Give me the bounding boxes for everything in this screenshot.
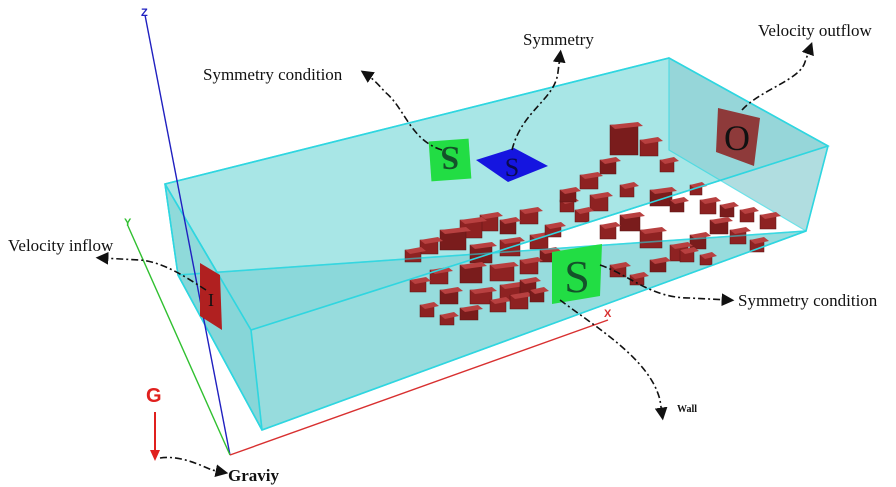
building-roof	[575, 207, 594, 214]
label-velocity-inflow: Velocity inflow	[8, 236, 114, 255]
leader-wall	[559, 299, 668, 421]
building-roof	[520, 277, 541, 284]
y-axis	[127, 225, 231, 456]
label-wall: Wall	[677, 404, 698, 415]
building-roof	[750, 237, 769, 244]
building-roof	[545, 222, 566, 229]
building-roof	[690, 182, 707, 189]
building-roof	[670, 197, 689, 204]
label-velocity-outflow: Velocity outflow	[758, 21, 872, 40]
building-roof	[760, 212, 781, 219]
building-roof	[520, 257, 543, 264]
building-roof	[410, 277, 431, 284]
building-block	[609, 124, 639, 156]
building-roof	[600, 157, 621, 164]
building-roof	[470, 242, 497, 249]
building-roof	[690, 232, 711, 239]
svg-text:S: S	[564, 251, 590, 302]
building-roof	[580, 172, 603, 179]
building-roof	[600, 222, 621, 229]
outflow-marker: O	[716, 108, 760, 166]
building-roof	[460, 262, 487, 269]
building-roof	[560, 187, 581, 194]
building-roof	[520, 207, 543, 214]
building-roof	[500, 237, 525, 244]
building-roof	[420, 237, 443, 244]
symmetry-side-marker: S	[428, 138, 472, 182]
symmetry-front-marker: S	[552, 244, 602, 304]
building-roof	[440, 287, 463, 294]
building-roof	[660, 157, 679, 164]
x-axis	[229, 319, 609, 456]
svg-text:I: I	[208, 290, 214, 310]
svg-text:S: S	[441, 139, 460, 176]
building-roof	[460, 217, 487, 224]
building-roof	[640, 137, 663, 144]
building-roof	[740, 207, 759, 214]
building-roof	[620, 182, 639, 189]
leader-velocity-outflow	[741, 41, 814, 111]
building-roof	[480, 212, 503, 219]
axis-label-x: X	[604, 308, 612, 320]
building-roof	[500, 217, 521, 224]
building-roof	[700, 197, 721, 204]
label-symmetry-top: Symmetry	[523, 30, 594, 49]
building-roof	[490, 297, 511, 304]
axis-label-y: Y	[124, 217, 132, 229]
label-gravity: Graviy	[228, 466, 279, 485]
building-roof	[670, 242, 693, 249]
building-roof	[610, 122, 643, 129]
building-roof	[730, 227, 751, 234]
building-roof	[470, 287, 497, 294]
leader-symmetry-condition-right	[599, 264, 735, 307]
building-cluster	[404, 122, 781, 326]
building-roof	[630, 272, 649, 279]
inflow-marker: I	[200, 263, 222, 330]
building-roof	[440, 227, 471, 234]
building-roof	[610, 262, 631, 269]
building-roof	[650, 187, 677, 194]
leader-symmetry-condition-top	[360, 70, 443, 151]
leader-lines	[95, 41, 814, 478]
building-roof	[510, 292, 533, 299]
building-roof	[490, 262, 519, 269]
building-roof	[500, 282, 525, 289]
gravity-symbol: G	[146, 385, 162, 407]
building-roof	[430, 267, 453, 274]
axis-label-z: Z	[141, 7, 148, 19]
building-roof	[590, 192, 613, 199]
domain-edges	[164, 57, 829, 431]
label-symmetry-condition-right: Symmetry condition	[738, 291, 878, 310]
building-roof	[620, 212, 645, 219]
z-axis	[144, 14, 231, 456]
building-roof	[680, 247, 699, 254]
building-roof	[700, 252, 717, 259]
building-roof	[720, 202, 739, 209]
label-symmetry-condition-top: Symmetry condition	[203, 65, 343, 84]
svg-text:O: O	[724, 118, 750, 158]
building-roof	[530, 287, 549, 294]
svg-text:S: S	[505, 153, 519, 182]
building-roof	[640, 227, 667, 234]
building-roof	[460, 305, 483, 312]
building-roof	[710, 217, 733, 224]
leader-gravity	[159, 456, 229, 478]
building-roof	[405, 247, 426, 254]
building-roof	[420, 302, 439, 309]
symmetry-top-marker: S	[476, 148, 548, 182]
building-roof	[650, 257, 671, 264]
building-roof	[440, 312, 459, 319]
gravity-arrowhead	[150, 450, 160, 461]
leader-velocity-inflow	[95, 251, 207, 291]
